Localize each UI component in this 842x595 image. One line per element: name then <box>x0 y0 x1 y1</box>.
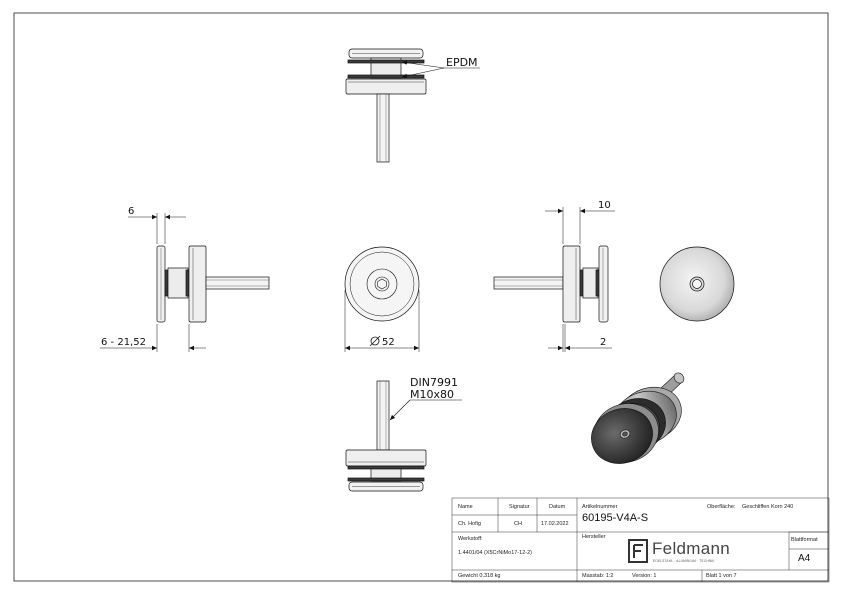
scale: Masstab: 1:2 <box>582 573 614 579</box>
brand-name: Feldmann <box>652 539 730 558</box>
header-name: Name <box>458 504 473 510</box>
header-datum: Datum <box>549 504 566 510</box>
artikel-number: 60195-V4A-S <box>582 512 649 524</box>
dim-2: 2 <box>600 337 606 348</box>
dim-10-lines <box>545 207 615 244</box>
bolt-leader <box>389 399 462 421</box>
dim-thickness: 6 <box>128 206 134 217</box>
drawing-frame <box>13 12 829 582</box>
version: Version: 1 <box>632 573 657 579</box>
dim-10: 10 <box>598 200 611 211</box>
drafter-name: Ch. Hofig <box>458 521 481 527</box>
blattformat-label: Blattformat <box>791 537 818 543</box>
feldmann-logo-icon <box>628 539 648 563</box>
epdm-leader <box>401 60 480 79</box>
werkstoff-value: 1.4401/04 (X5CrNiMo17-12-2) <box>458 550 532 556</box>
header-signatur: Signatur <box>509 504 530 510</box>
drawing-date: 17.02.2022 <box>541 521 569 527</box>
dim-range-lines <box>100 324 206 352</box>
title-block-grid <box>451 497 830 583</box>
title-block: Name Signatur Datum Ch. Hofig CH 17.02.2… <box>452 498 829 582</box>
bolt-size: M10x80 <box>410 388 454 401</box>
dim-2-lines <box>548 324 612 352</box>
artikel-label: Artikelnummer <box>582 504 618 510</box>
diameter-symbol <box>369 335 381 347</box>
blattformat-value: A4 <box>798 553 811 564</box>
brand-tagline: EDELSTAHL · ALUMINIUM · TECHNIK <box>653 559 715 563</box>
front-view <box>344 246 420 322</box>
bolt-norm: DIN7991 <box>410 376 458 389</box>
dim-range: 6 - 21,52 <box>101 337 146 348</box>
weight: Gewicht 0.318 kg <box>458 573 501 579</box>
left-side-view <box>156 245 270 323</box>
dim-thickness-lines <box>128 213 186 244</box>
oberflaeche-label: Oberfläche: <box>707 504 736 510</box>
hersteller-label: Hersteller <box>582 534 606 540</box>
top-view <box>345 48 427 163</box>
bottom-view <box>345 380 427 492</box>
right-side-view <box>493 245 609 323</box>
dim-diameter-lines <box>344 290 420 352</box>
epdm-label: EPDM <box>446 56 478 69</box>
werkstoff-label: Werkstoff: <box>458 536 483 542</box>
dim-diameter: 52 <box>382 337 395 348</box>
oberflaeche-value: Geschliffen Korn 240 <box>742 504 794 510</box>
isometric-view <box>591 372 685 464</box>
back-view <box>659 246 735 322</box>
manufacturer-logo: Feldmann EDELSTAHL · ALUMINIUM · TECHNIK <box>627 538 787 566</box>
drafter-signatur: CH <box>514 521 522 527</box>
sheet-number: Blatt 1 von 7 <box>706 573 737 579</box>
